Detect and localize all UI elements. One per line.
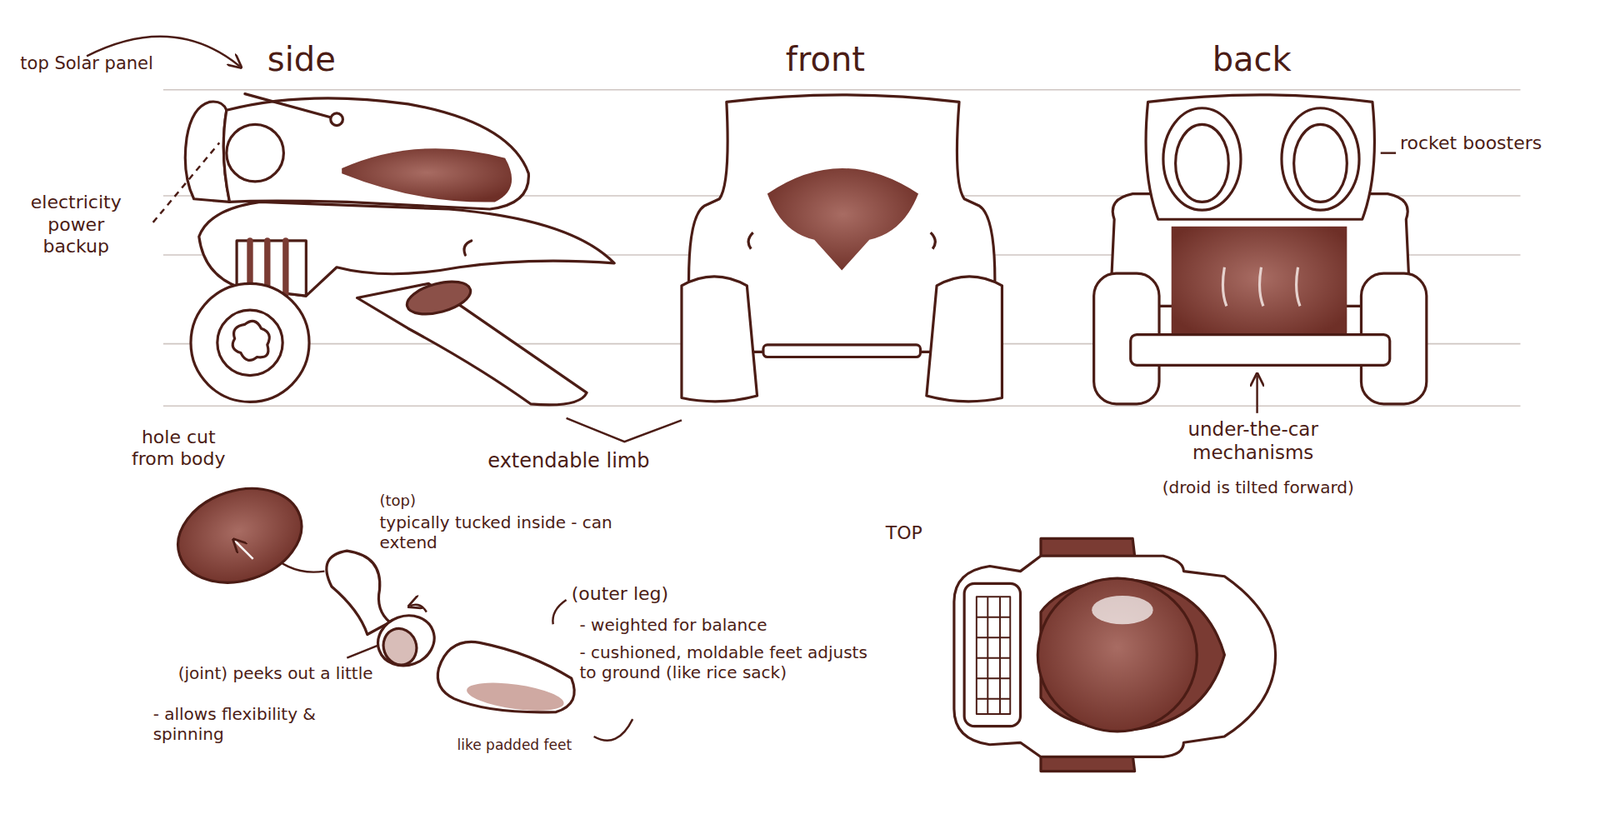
view-heading: front: [785, 39, 865, 80]
callout-note: - weighted for balance: [580, 615, 768, 635]
leader-lines-part: [346, 645, 380, 659]
guide-lines-part: [163, 405, 1521, 407]
leg-parts-part: [165, 473, 315, 598]
leg-parts-part: [235, 540, 254, 560]
front-view-part: [681, 276, 758, 402]
top-view-part: [1091, 595, 1153, 625]
callout-label: rocket boosters: [1400, 132, 1574, 155]
side-view-part: [245, 94, 342, 121]
leader-lines-part: [594, 719, 634, 741]
front-view-part: [748, 232, 935, 250]
side-view-part: [223, 98, 529, 210]
top-view-part: [1040, 538, 1135, 556]
leader-lines-part: [552, 600, 566, 625]
top-view-part: [954, 555, 1276, 757]
callout-note: - cushioned, moldable feet adjusts to gr…: [580, 642, 886, 683]
top-view: [954, 538, 1276, 771]
front-view-part: [767, 168, 919, 270]
callout-note: (top): [380, 491, 417, 510]
front-view-part: [763, 345, 921, 358]
view-heading: back: [1212, 39, 1292, 80]
leader-lines-part: [1380, 151, 1396, 154]
callout-note: (droid is tilted forward): [1110, 477, 1406, 498]
side-view-part: [341, 148, 512, 202]
side-view-part: [330, 113, 344, 126]
callout-note: - allows flexibility & spinning: [153, 704, 389, 745]
side-view-part: [226, 124, 285, 182]
front-view: [681, 95, 1002, 402]
back-view-part: [1281, 108, 1360, 210]
back-view: [1094, 95, 1427, 405]
callout-label: (joint) peeks out a little: [163, 663, 388, 684]
back-view-part: [1130, 335, 1390, 366]
leg-parts-part: [378, 624, 422, 670]
side-view: [185, 94, 615, 405]
callout-label: hole cut from body: [122, 426, 235, 471]
callout-label: under-the-car mechanisms: [1130, 418, 1376, 465]
side-view-part: [464, 240, 472, 255]
view-heading: side: [267, 39, 336, 80]
back-view-part: [1171, 226, 1348, 341]
side-view-part: [199, 201, 615, 296]
callout-label: extendable limb: [487, 449, 650, 474]
callout-note: typically tucked inside - can extend: [380, 512, 615, 553]
side-view-part: [217, 310, 283, 375]
leg-parts-part: [465, 677, 565, 715]
callout-label: electricity power backup: [12, 191, 140, 258]
callout-label: (outer leg): [571, 583, 669, 605]
side-view-part: [190, 283, 310, 402]
callout-note: like padded feet: [457, 736, 573, 754]
back-view-part: [1145, 95, 1375, 220]
callout-label: top Solar panel: [10, 53, 164, 75]
back-view-part: [1294, 124, 1348, 202]
back-view-part: [1163, 108, 1241, 210]
top-view-part: [976, 596, 1010, 715]
leader-lines-part: [410, 605, 427, 613]
leg-parts-part: [370, 608, 442, 675]
side-view-part: [357, 283, 588, 405]
leader-lines: [86, 36, 1396, 741]
top-view-part: [1037, 578, 1197, 732]
leg-parts-part: [326, 550, 390, 635]
guide-lines-part: [163, 89, 1521, 91]
leader-lines-part: [1255, 375, 1258, 414]
top-view-part: [964, 583, 1020, 726]
side-view-part: [232, 320, 270, 360]
front-view-part: [926, 276, 1003, 402]
leader-lines-part: [566, 418, 682, 442]
side-view-part: [403, 275, 475, 320]
back-view-part: [1175, 124, 1230, 202]
guide-lines: [163, 90, 1521, 407]
view-heading: TOP: [885, 522, 923, 545]
back-view-part: [1222, 267, 1300, 307]
leader-lines-part: [153, 142, 220, 222]
